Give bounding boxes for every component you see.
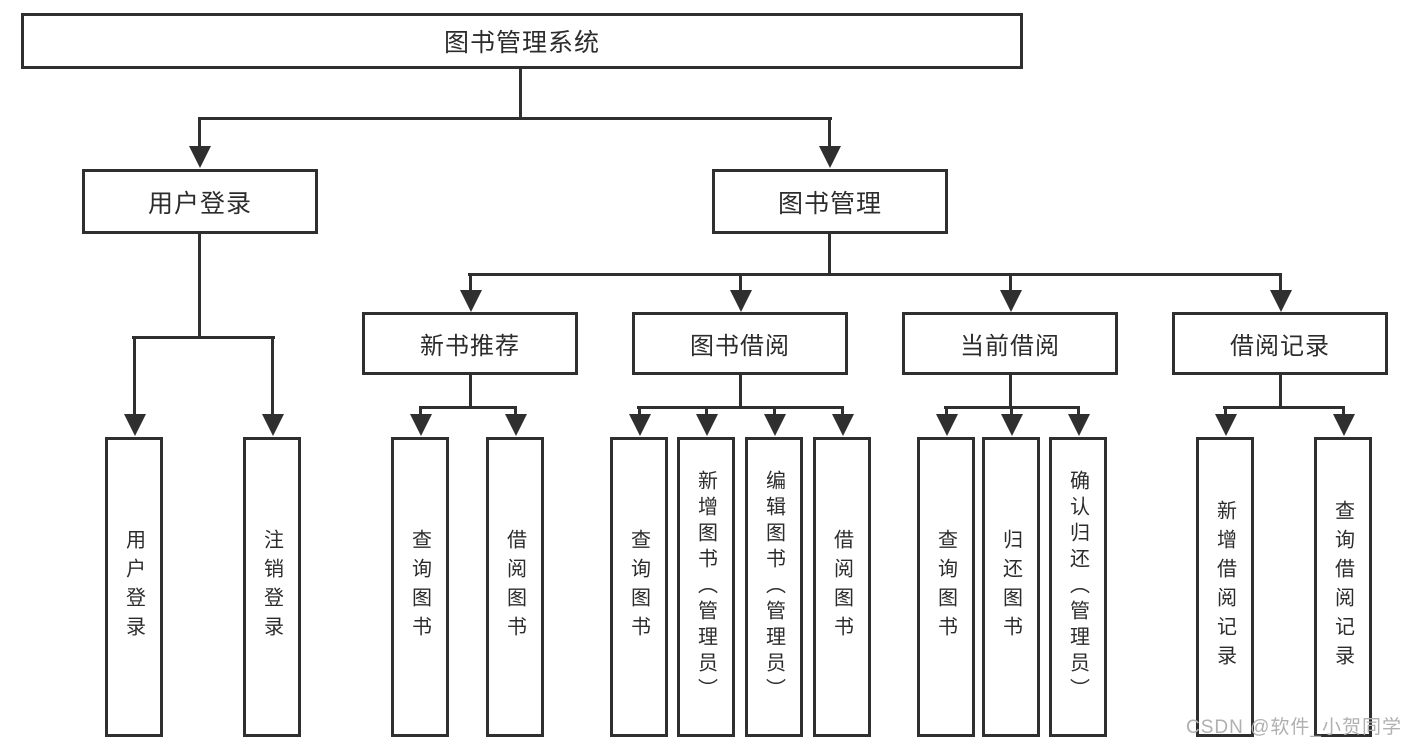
connector-line-records-bar: [1223, 406, 1345, 409]
arrow-down-icon: [261, 337, 284, 436]
arrow-down-icon: [123, 337, 146, 436]
arrow-down-icon: [409, 408, 432, 436]
leaf-user-login: 用户登录: [105, 437, 163, 737]
leaf-add-book-admin: 新增图书（管理员）: [677, 437, 735, 737]
connector-line-borrowing-bar: [637, 406, 844, 409]
leaf-confirm-return-admin: 确认归还（管理员）: [1049, 437, 1107, 737]
leaf-return-books: 归还图书: [982, 437, 1040, 737]
arrow-down-icon: [1000, 408, 1023, 436]
connector-line-recommend-bar: [419, 406, 517, 409]
arrow-down-icon: [831, 408, 854, 436]
arrow-down-icon: [188, 118, 211, 168]
connector-line-recommend-stem: [469, 374, 472, 408]
leaf-logout-login: 注销登录: [243, 437, 301, 737]
arrow-down-icon: [1214, 408, 1237, 436]
node-borrowing-records: 借阅记录: [1172, 312, 1388, 375]
leaf-query-books-borrowing: 查询图书: [610, 437, 668, 737]
arrow-down-icon: [818, 118, 841, 168]
connector-line-bookmgmt-stem: [828, 233, 831, 275]
node-new-book-recommend: 新书推荐: [362, 312, 578, 375]
arrow-down-icon: [628, 408, 651, 436]
arrow-down-icon: [1269, 275, 1292, 312]
arrow-down-icon: [459, 275, 482, 312]
leaf-query-books-current: 查询图书: [917, 437, 975, 737]
connector-line-bookmgmt-bar: [468, 273, 1282, 276]
arrow-down-icon: [695, 408, 718, 436]
connector-line-root-stem: [519, 68, 522, 118]
arrow-down-icon: [999, 275, 1022, 312]
connector-line-root-bar: [198, 117, 832, 120]
node-book-borrowing: 图书借阅: [632, 312, 848, 375]
connector-line-records-stem: [1279, 374, 1282, 408]
connector-line-borrowing-stem: [739, 374, 742, 408]
leaf-add-borrow-record: 新增借阅记录: [1196, 437, 1254, 737]
connector-line-userlogin-bar: [132, 336, 275, 339]
arrow-down-icon: [504, 408, 527, 436]
leaf-query-borrow-record: 查询借阅记录: [1314, 437, 1372, 737]
node-current-borrowing: 当前借阅: [902, 312, 1118, 375]
arrow-down-icon: [729, 275, 752, 312]
node-book-management: 图书管理: [712, 169, 948, 234]
leaf-edit-book-admin: 编辑图书（管理员）: [745, 437, 803, 737]
leaf-query-books-recommend: 查询图书: [391, 437, 449, 737]
arrow-down-icon: [763, 408, 786, 436]
node-user-login: 用户登录: [82, 169, 318, 234]
connector-line-current-bar: [944, 406, 1080, 409]
leaf-borrow-books-recommend: 借阅图书: [486, 437, 544, 737]
node-library-management-system: 图书管理系统: [21, 13, 1023, 69]
connector-line-current-stem: [1009, 374, 1012, 408]
leaf-borrow-books-borrowing: 借阅图书: [813, 437, 871, 737]
arrow-down-icon: [935, 408, 958, 436]
watermark-text: CSDN @软件_小贺同学: [1186, 717, 1402, 738]
arrow-down-icon: [1332, 408, 1355, 436]
arrow-down-icon: [1067, 408, 1090, 436]
connector-line-userlogin-stem: [198, 233, 201, 338]
